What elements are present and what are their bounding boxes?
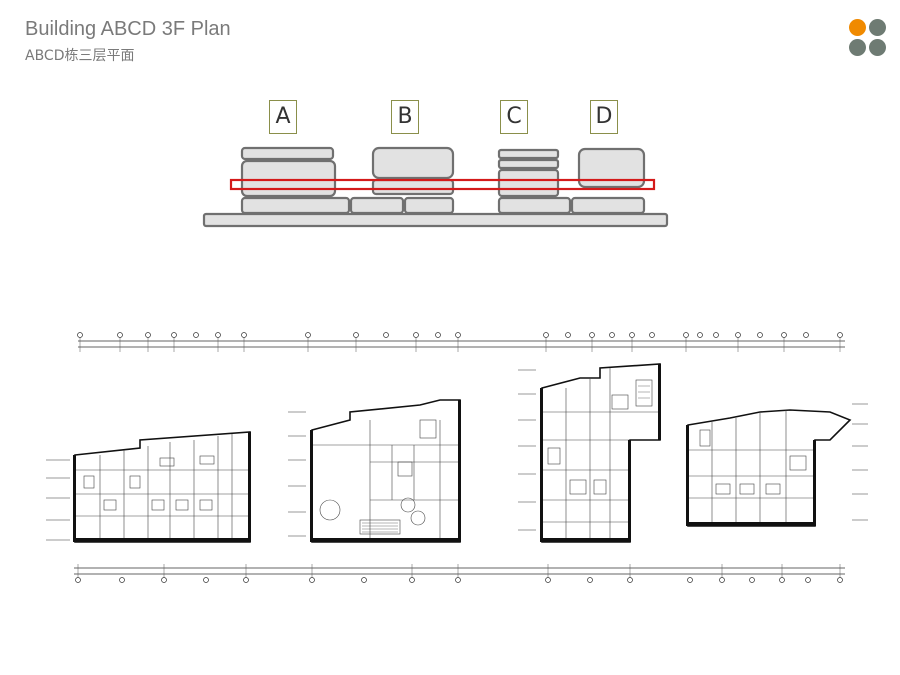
page-title: Building ABCD 3F Plan [25,18,231,40]
top-axis-bubbles [77,332,843,338]
building-label-c: C [500,100,528,134]
plan-building-d [686,403,868,527]
bottom-dimension-line [74,567,845,575]
building-label-b: B [391,100,419,134]
logo-dot-grey [849,39,866,56]
logo-dot-orange [849,19,866,36]
logo-dots [849,19,887,57]
logo-dot-grey [869,39,886,56]
building-label-d: D [590,100,618,134]
building-label-a: A [269,100,297,134]
third-floor-highlight [229,178,656,191]
building-c-top [497,148,560,160]
building-c-base [497,196,572,215]
building-b-base-right [403,196,455,215]
page-subtitle: ABCD栋三层平面 [25,48,135,64]
building-d-base [570,196,646,215]
top-dimension-ticks [79,337,841,352]
plan-building-a [46,431,251,543]
plan-building-c [518,363,661,543]
building-a-top [240,146,335,161]
plan-building-b [288,399,461,543]
building-a-body [240,159,337,198]
massing-elevation-diagram [202,146,669,228]
building-b-top [371,146,455,180]
building-b-base-left [349,196,405,215]
building-a-base [240,196,351,215]
building-d-body [577,147,646,189]
logo-dot-grey [869,19,886,36]
bottom-axis-bubbles [75,577,843,583]
top-dimension-line [78,340,845,348]
bottom-dimension-ticks [77,564,841,578]
building-c-tier [497,158,560,170]
